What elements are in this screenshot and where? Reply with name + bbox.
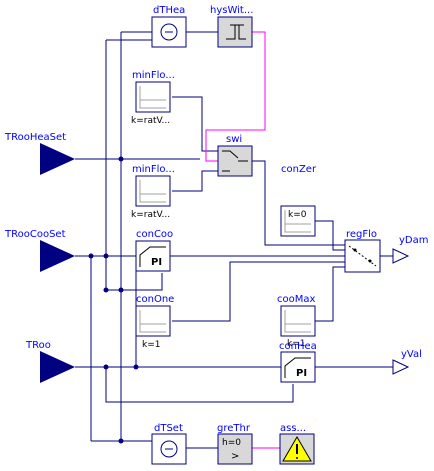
input-troo[interactable]: TRoo: [25, 340, 75, 383]
block-conone[interactable]: conOne k=1: [135, 294, 174, 350]
input-troocooset[interactable]: TRooCooSet: [4, 229, 75, 272]
output-label: yDam: [399, 235, 429, 246]
input-label: TRoo: [25, 340, 51, 351]
point-icon: [353, 248, 357, 252]
line-icon: [348, 245, 377, 267]
block-dtset[interactable]: dTSet: [151, 423, 187, 465]
block-label: dTSet: [154, 423, 183, 434]
input-label: TRooCooSet: [4, 229, 66, 240]
block-label: regFlo: [346, 229, 377, 240]
block-body: [135, 81, 171, 113]
greater-than-icon: >: [231, 451, 239, 462]
block-body: [280, 305, 316, 337]
input-triangle-icon: [40, 351, 75, 383]
input-label: TRooHeaSet: [4, 132, 66, 143]
block-hyswit[interactable]: hysWit...: [210, 5, 253, 48]
junction-dot: [103, 253, 109, 259]
block-param: k=1: [287, 339, 305, 349]
block-param: k=ratV...: [131, 116, 170, 126]
block-label: dTHea: [153, 5, 185, 16]
block-body: [280, 351, 316, 383]
block-param: k=0: [288, 210, 307, 220]
block-swi[interactable]: swi: [217, 134, 253, 177]
block-body: [280, 205, 316, 237]
output-yval[interactable]: yVal: [392, 349, 422, 375]
pi-text: PI: [151, 257, 162, 268]
junction-dot: [88, 253, 94, 259]
wire-concoo-meas-loop: [106, 273, 163, 291]
block-label: conHea: [279, 341, 317, 352]
junction-dot: [133, 364, 139, 370]
block-label: minFlo...: [132, 164, 175, 175]
switch-icon: [222, 150, 248, 172]
block-label: minFlo...: [132, 70, 175, 81]
output-label: yVal: [401, 349, 422, 360]
block-concoo[interactable]: conCoo PI: [135, 229, 173, 272]
input-triangle-icon: [40, 143, 75, 175]
wire-swi-regflo: [252, 160, 345, 246]
block-label: conOne: [136, 294, 174, 305]
constant-icon: [139, 180, 166, 203]
junction-dot: [118, 287, 124, 293]
block-grethr[interactable]: greThr h=0 >: [217, 423, 253, 465]
block-param: k=ratV...: [131, 210, 170, 220]
constant-icon: [284, 210, 311, 233]
input-triangle-icon: [40, 240, 75, 272]
block-coomax[interactable]: cooMax k=1: [277, 294, 316, 349]
junction-dot: [103, 364, 109, 370]
block-body: [135, 240, 171, 272]
constant-icon: [139, 86, 166, 109]
block-conhea[interactable]: conHea PI: [279, 341, 317, 383]
junction-dot: [103, 287, 109, 293]
block-body: [135, 175, 171, 207]
wire-hyswit-swi: [205, 31, 266, 162]
wire-minflo2-swi: [172, 170, 218, 192]
block-label: swi: [226, 134, 242, 145]
block-label: cooMax: [277, 294, 315, 305]
block-assert[interactable]: ass...: [279, 423, 315, 465]
junction-dot: [118, 438, 124, 444]
junctions: [88, 156, 139, 444]
wire-conzer-regflo: [315, 220, 345, 251]
warning-icon-dot: [296, 457, 298, 459]
block-label: greThr: [217, 423, 251, 434]
block-body: [135, 305, 171, 337]
block-minflo-2[interactable]: minFlo... k=ratV...: [131, 164, 175, 220]
block-label: hysWit...: [210, 5, 253, 16]
pi-curve-icon: [139, 246, 166, 267]
block-minflo-1[interactable]: minFlo... k=ratV...: [131, 70, 175, 126]
wire-conone-regflo: [172, 261, 345, 322]
constant-icon: [139, 310, 166, 333]
wire-troo-down: [105, 367, 294, 403]
block-body: [217, 433, 253, 465]
point-icon: [368, 259, 372, 263]
block-label: conCoo: [136, 229, 173, 240]
pi-curve-icon: [284, 357, 311, 378]
block-label: conZer: [281, 164, 317, 175]
connections: [75, 31, 393, 449]
wire-minflo1-swi: [172, 96, 218, 152]
junction-dot: [118, 156, 124, 162]
constant-icon: [284, 310, 311, 333]
pi-text: PI: [296, 368, 307, 379]
wire-coomax-regflo: [315, 266, 345, 322]
block-param: h=0: [222, 438, 241, 448]
block-label: ass...: [280, 423, 306, 434]
output-ydam[interactable]: yDam: [392, 235, 429, 264]
output-triangle-icon: [392, 248, 410, 264]
input-trooheaset[interactable]: TRooHeaSet: [4, 132, 75, 175]
block-dthea[interactable]: dTHea: [151, 5, 187, 48]
hysteresis-icon: [226, 24, 246, 40]
output-triangle-icon: [392, 359, 410, 375]
block-param: k=1: [142, 340, 160, 350]
block-regflo[interactable]: regFlo: [344, 229, 381, 273]
block-conzer[interactable]: conZer k=0: [280, 164, 317, 237]
